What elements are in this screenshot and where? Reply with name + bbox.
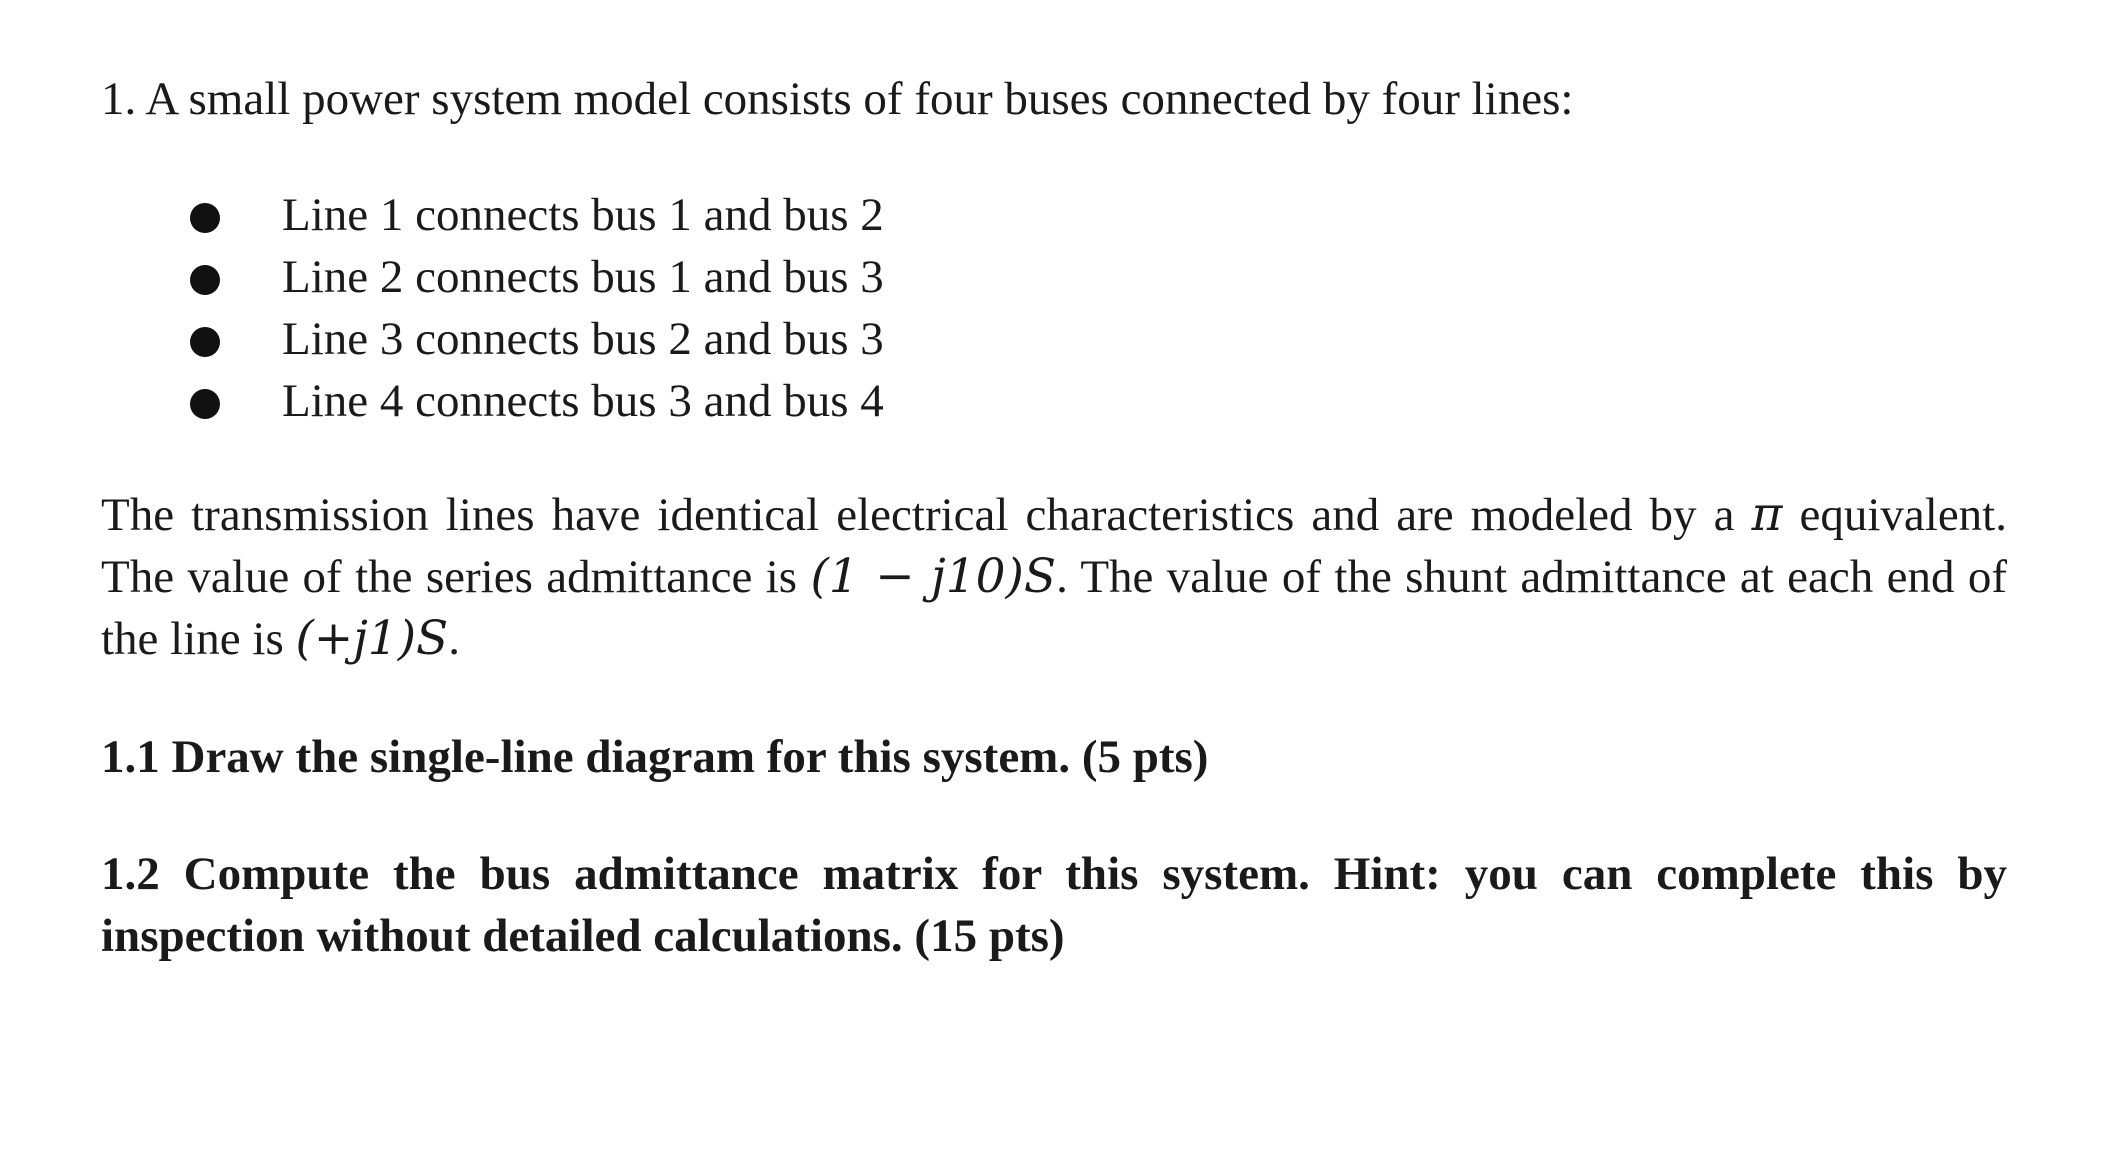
- list-item-text: Line 2 connects bus 1 and bus 3: [282, 251, 884, 303]
- description-text: .: [448, 613, 460, 665]
- question-1-2: 1.2 Compute the bus admittance matrix fo…: [101, 848, 2007, 962]
- description-text: . The value of the shunt admittance at e…: [101, 551, 2007, 665]
- description-text: The transmission lines have identical el…: [101, 489, 1752, 541]
- bullet-icon: [190, 265, 220, 295]
- description-text: equivalent. The value of the series admi…: [101, 489, 2007, 603]
- pi-symbol: π: [1751, 487, 1783, 542]
- list-item-text: Line 1 connects bus 1 and bus 2: [282, 189, 884, 241]
- list-item-text: Line 3 connects bus 2 and bus 3: [282, 313, 884, 365]
- shunt-admittance-value: (+j1)S: [295, 611, 449, 666]
- list-item: Line 3 connects bus 2 and bus 3: [190, 308, 884, 370]
- list-item-text: Line 4 connects bus 3 and bus 4: [282, 375, 884, 427]
- bullet-icon: [190, 327, 220, 357]
- series-admittance-value: (1 − j10)S: [810, 549, 1057, 604]
- bullet-icon: [190, 389, 220, 419]
- question-1-1: 1.1 Draw the single-line diagram for thi…: [101, 731, 1209, 783]
- line-description: The transmission lines have identical el…: [101, 484, 2007, 670]
- list-item: Line 1 connects bus 1 and bus 2: [190, 184, 884, 246]
- problem-intro: 1. A small power system model consists o…: [101, 73, 1574, 125]
- line-list: Line 1 connects bus 1 and bus 2 Line 2 c…: [190, 184, 884, 432]
- list-item: Line 4 connects bus 3 and bus 4: [190, 370, 884, 432]
- bullet-icon: [190, 203, 220, 233]
- list-item: Line 2 connects bus 1 and bus 3: [190, 246, 884, 308]
